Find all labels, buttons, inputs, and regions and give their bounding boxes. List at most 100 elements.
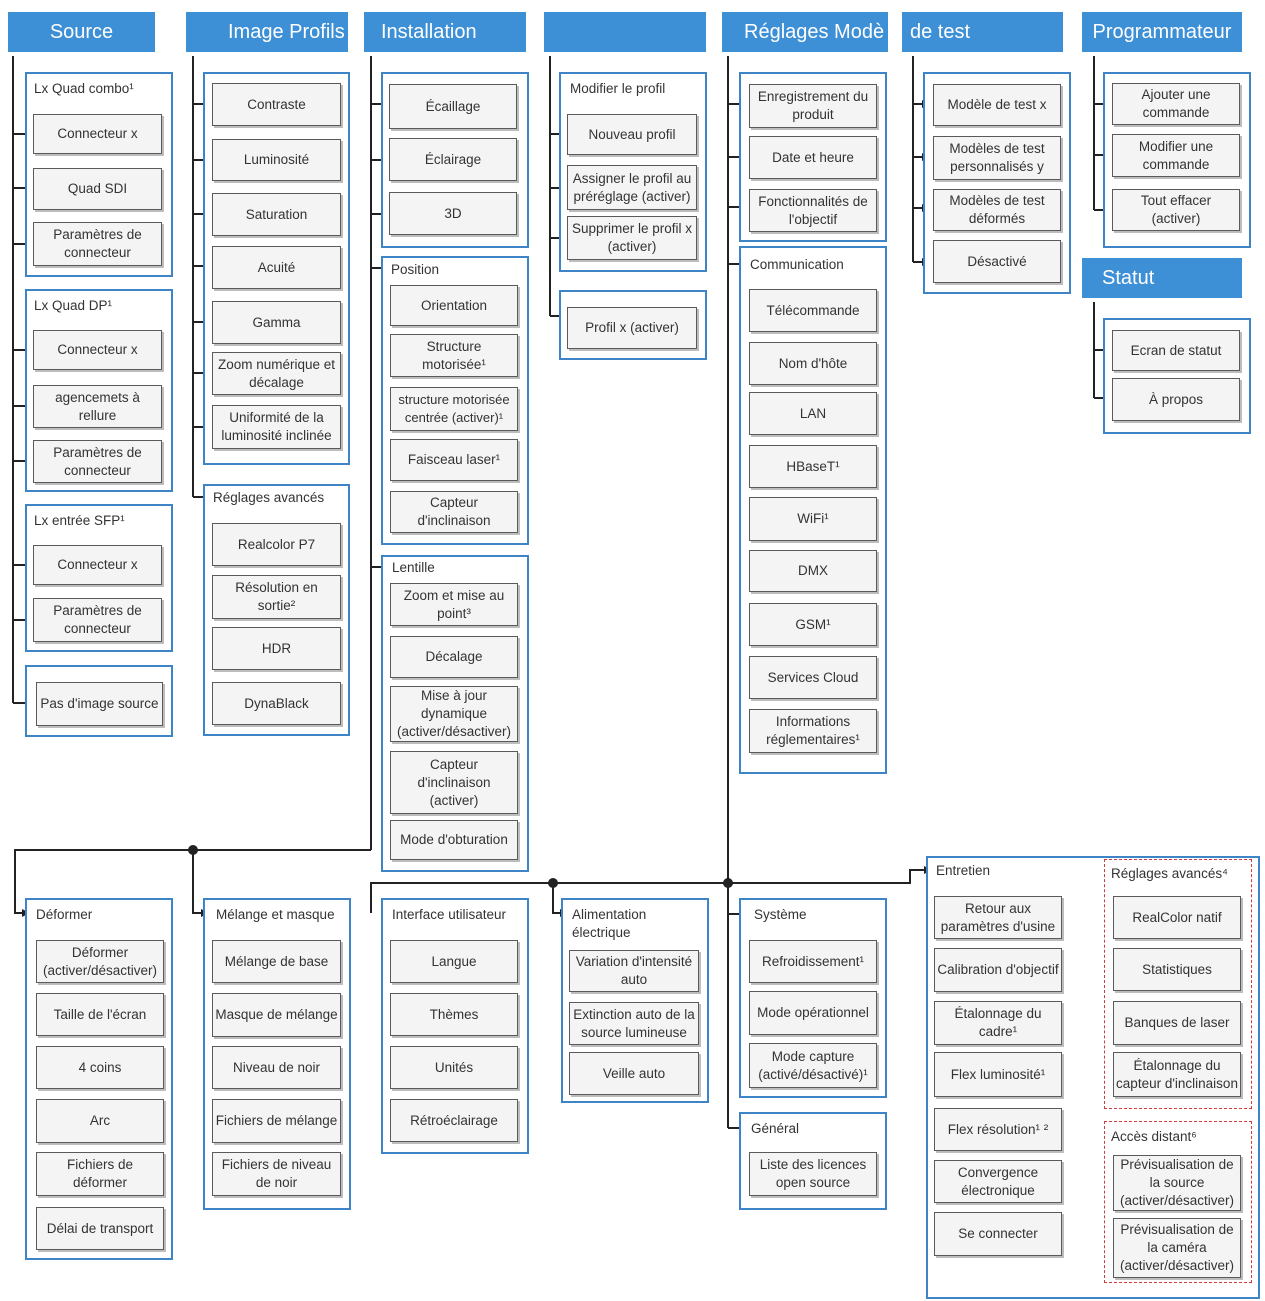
quad-sdi-button[interactable]: Quad SDI <box>33 168 162 210</box>
zoom-mise-au-point-button[interactable]: Zoom et mise au point³ <box>390 583 518 626</box>
orientation-button[interactable]: Orientation <box>390 285 518 326</box>
connecteur-x-button[interactable]: Connecteur x <box>33 545 162 585</box>
extinction-auto-button[interactable]: Extinction auto de la source lumineuse <box>569 1002 699 1045</box>
saturation-button[interactable]: Saturation <box>212 193 341 236</box>
convergence-electronique-button[interactable]: Convergence électronique <box>934 1160 1062 1203</box>
ecaillage-button[interactable]: Écaillage <box>389 84 517 129</box>
header-image-profils[interactable]: Image Profils <box>186 12 348 52</box>
fonctionnalites-objectif-button[interactable]: Fonctionnalités de l'objectif <box>749 189 877 232</box>
masque-melange-button[interactable]: Masque de mélange <box>212 993 341 1037</box>
retroeclairage-button[interactable]: Rétroéclairage <box>390 1099 518 1142</box>
supprimer-profil-button[interactable]: Supprimer le profil x (activer) <box>567 216 697 260</box>
mode-capture-button[interactable]: Mode capture (activé/désactivé)¹ <box>749 1043 877 1088</box>
nom-hote-button[interactable]: Nom d'hôte <box>749 342 877 385</box>
profil-x-button[interactable]: Profil x (activer) <box>567 307 697 349</box>
fichiers-deformer-button[interactable]: Fichiers de déformer <box>36 1152 164 1196</box>
modeles-personnalises-button[interactable]: Modèles de test personnalisés y <box>933 136 1061 180</box>
parametres-connecteur-button[interactable]: Paramètres de connecteur <box>33 440 162 483</box>
etalonnage-cadre-button[interactable]: Étalonnage du cadre¹ <box>934 1001 1062 1045</box>
themes-button[interactable]: Thèmes <box>390 993 518 1036</box>
ecran-statut-button[interactable]: Ecran de statut <box>1112 330 1240 371</box>
connecteur-x-button[interactable]: Connecteur x <box>33 330 162 370</box>
parametres-connecteur-button[interactable]: Paramètres de connecteur <box>33 598 162 642</box>
enregistrement-produit-button[interactable]: Enregistrement du produit <box>749 84 877 128</box>
taille-ecran-button[interactable]: Taille de l'écran <box>36 993 164 1036</box>
header-blank[interactable] <box>544 12 706 52</box>
telecommande-button[interactable]: Télécommande <box>749 289 877 332</box>
header-source[interactable]: Source <box>8 12 155 52</box>
fichiers-niveau-noir-button[interactable]: Fichiers de niveau de noir <box>212 1152 341 1196</box>
header-installation[interactable]: Installation <box>364 12 526 52</box>
pas-image-source-button[interactable]: Pas d'image source <box>36 682 163 726</box>
parametres-connecteur-button[interactable]: Paramètres de connecteur <box>33 222 162 266</box>
hbaset-button[interactable]: HBaseT¹ <box>749 445 877 488</box>
mode-operationnel-button[interactable]: Mode opérationnel <box>749 991 877 1035</box>
assigner-profil-button[interactable]: Assigner le profil au préréglage (active… <box>567 165 697 210</box>
services-cloud-button[interactable]: Services Cloud <box>749 656 877 699</box>
connecteur-x-button[interactable]: Connecteur x <box>33 114 162 154</box>
etalonnage-capteur-button[interactable]: Étalonnage du capteur d'inclinaison <box>1113 1052 1241 1097</box>
melange-base-button[interactable]: Mélange de base <box>212 940 341 983</box>
veille-auto-button[interactable]: Veille auto <box>569 1052 699 1095</box>
flex-luminosite-button[interactable]: Flex luminosité¹ <box>934 1052 1062 1097</box>
a-propos-button[interactable]: À propos <box>1112 378 1240 421</box>
resolution-sortie-button[interactable]: Résolution en sortie² <box>212 575 341 619</box>
modele-test-x-button[interactable]: Modèle de test x <box>933 84 1061 126</box>
desactive-button[interactable]: Désactivé <box>933 240 1061 283</box>
agencements-button[interactable]: agencemets à rellure <box>33 385 162 428</box>
structure-centree-button[interactable]: structure motorisée centrée (activer)¹ <box>390 387 518 431</box>
deformer-activer-button[interactable]: Déformer (activer/désactiver) <box>36 940 164 983</box>
se-connecter-button[interactable]: Se connecter <box>934 1212 1062 1256</box>
hdr-button[interactable]: HDR <box>212 627 341 670</box>
zoom-numerique-button[interactable]: Zoom numérique et décalage <box>212 352 341 395</box>
unites-button[interactable]: Unités <box>390 1046 518 1089</box>
decalage-button[interactable]: Décalage <box>390 636 518 678</box>
nouveau-profil-button[interactable]: Nouveau profil <box>567 114 697 155</box>
header-statut[interactable]: Statut <box>1082 258 1242 298</box>
retour-parametres-usine-button[interactable]: Retour aux paramètres d'usine <box>934 896 1062 939</box>
ajouter-commande-button[interactable]: Ajouter une commande <box>1112 83 1240 125</box>
date-heure-button[interactable]: Date et heure <box>749 136 877 179</box>
modeles-deformes-button[interactable]: Modèles de test déformés <box>933 189 1061 231</box>
luminosite-button[interactable]: Luminosité <box>212 139 341 181</box>
flex-resolution-button[interactable]: Flex résolution¹ ² <box>934 1108 1062 1151</box>
realcolor-p7-button[interactable]: Realcolor P7 <box>212 523 341 566</box>
banques-laser-button[interactable]: Banques de laser <box>1113 1001 1241 1045</box>
uniformite-luminosite-button[interactable]: Uniformité de la luminosité inclinée <box>212 405 341 449</box>
mise-a-jour-dynamique-button[interactable]: Mise à jour dynamique (activer/désactive… <box>390 686 518 742</box>
refroidissement-button[interactable]: Refroidissement¹ <box>749 940 877 983</box>
informations-reglementaires-button[interactable]: Informations réglementaires¹ <box>749 709 877 753</box>
realcolor-natif-button[interactable]: RealColor natif <box>1113 896 1241 939</box>
acuite-button[interactable]: Acuité <box>212 246 341 289</box>
variation-intensite-button[interactable]: Variation d'intensité auto <box>569 950 699 992</box>
header-reglages[interactable]: Réglages Modè <box>722 12 888 52</box>
header-programmateur[interactable]: Programmateur <box>1082 12 1242 52</box>
contraste-button[interactable]: Contraste <box>212 83 341 126</box>
niveau-noir-button[interactable]: Niveau de noir <box>212 1046 341 1089</box>
structure-motorisee-button[interactable]: Structure motorisée¹ <box>390 334 518 377</box>
gsm-button[interactable]: GSM¹ <box>749 603 877 646</box>
capteur-inclinaison-activer-button[interactable]: Capteur d'inclinaison (activer) <box>390 751 518 814</box>
modifier-commande-button[interactable]: Modifier une commande <box>1112 134 1240 177</box>
fichiers-melange-button[interactable]: Fichiers de mélange <box>212 1099 341 1143</box>
gamma-button[interactable]: Gamma <box>212 301 341 344</box>
previsualisation-camera-button[interactable]: Prévisualisation de la caméra (activer/d… <box>1113 1218 1241 1278</box>
header-de-test[interactable]: de test <box>902 12 1063 52</box>
delai-transport-button[interactable]: Délai de transport <box>36 1207 164 1250</box>
arc-button[interactable]: Arc <box>36 1099 164 1143</box>
4-coins-button[interactable]: 4 coins <box>36 1046 164 1089</box>
previsualisation-source-button[interactable]: Prévisualisation de la source (activer/d… <box>1113 1155 1241 1211</box>
mode-obturation-button[interactable]: Mode d'obturation <box>390 820 518 860</box>
lan-button[interactable]: LAN <box>749 392 877 435</box>
eclairage-button[interactable]: Éclairage <box>389 138 517 181</box>
dynablack-button[interactable]: DynaBlack <box>212 682 341 725</box>
capteur-inclinaison-button[interactable]: Capteur d'inclinaison <box>390 491 518 533</box>
licences-open-source-button[interactable]: Liste des licences open source <box>749 1152 877 1196</box>
tout-effacer-button[interactable]: Tout effacer (activer) <box>1112 189 1240 231</box>
langue-button[interactable]: Langue <box>390 940 518 983</box>
dmx-button[interactable]: DMX <box>749 550 877 592</box>
faisceau-laser-button[interactable]: Faisceau laser¹ <box>390 439 518 481</box>
calibration-objectif-button[interactable]: Calibration d'objectif <box>934 948 1062 992</box>
statistiques-button[interactable]: Statistiques <box>1113 948 1241 991</box>
3d-button[interactable]: 3D <box>389 192 517 235</box>
